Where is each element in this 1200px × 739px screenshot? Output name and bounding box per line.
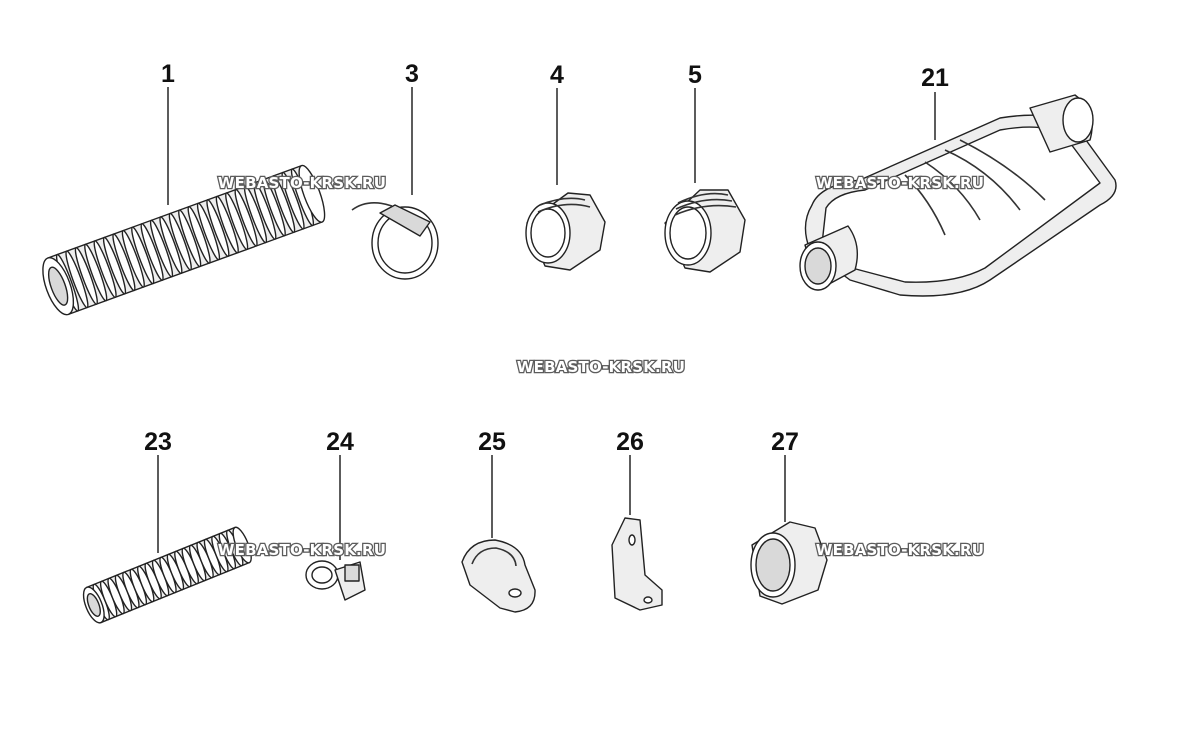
hose-rib	[281, 171, 305, 230]
hose-rib	[74, 246, 98, 305]
hose-rib	[84, 243, 108, 302]
hose-rib	[65, 250, 89, 309]
hose-rib	[206, 199, 230, 257]
watermark-text: WEBASTO-KRSK.RU	[218, 174, 386, 192]
hose-rib	[187, 205, 211, 264]
part-27-label: 27	[771, 428, 799, 456]
hose-rib	[112, 233, 136, 292]
hose-rib	[262, 178, 286, 237]
hose-rib	[168, 212, 192, 271]
part-24-label: 24	[326, 428, 354, 456]
hose-rib	[140, 223, 164, 281]
part-26-label: 26	[616, 428, 644, 456]
hose-rib	[253, 182, 277, 240]
hose-rib	[243, 185, 268, 244]
part-23-corrugated-hose: 23	[82, 428, 252, 624]
part-5-threaded-sleeve: 5	[664, 61, 746, 273]
part-27-end-cap: 27	[750, 428, 828, 605]
part-23-label: 23	[144, 428, 172, 456]
hose-rib	[272, 175, 296, 234]
hose-rib	[131, 226, 155, 285]
hose-rib	[234, 188, 258, 247]
watermark-text: WEBASTO-KRSK.RU	[816, 174, 984, 192]
watermark-text: WEBASTO-KRSK.RU	[816, 541, 984, 559]
part-1-corrugated-hose: 1	[42, 60, 326, 316]
hose-rib	[225, 192, 249, 251]
hose-rib	[196, 202, 221, 261]
part-4-label: 4	[550, 61, 564, 89]
part-25-label: 25	[478, 428, 506, 456]
part-21-silencer: 21	[799, 64, 1117, 297]
part-24-ring-clamp: 24	[305, 428, 366, 601]
part-5-label: 5	[688, 61, 702, 89]
hose-rib	[159, 216, 183, 275]
watermark-text: WEBASTO-KRSK.RU	[218, 541, 386, 559]
hose-rib	[102, 236, 127, 295]
watermark-text: WEBASTO-KRSK.RU	[517, 358, 685, 376]
part-21-label: 21	[921, 64, 949, 92]
part-1-label: 1	[161, 60, 175, 88]
hose-rib	[149, 219, 174, 278]
part-3-hose-clamp: 3	[351, 60, 439, 280]
hose-rib	[93, 240, 117, 298]
part-26-angle-bracket: 26	[611, 428, 663, 611]
part-3-label: 3	[405, 60, 419, 88]
part-25-p-clip: 25	[461, 428, 536, 613]
part-4-sleeve: 4	[525, 61, 606, 271]
hose-rib	[178, 209, 202, 268]
hose-rib	[215, 195, 239, 254]
